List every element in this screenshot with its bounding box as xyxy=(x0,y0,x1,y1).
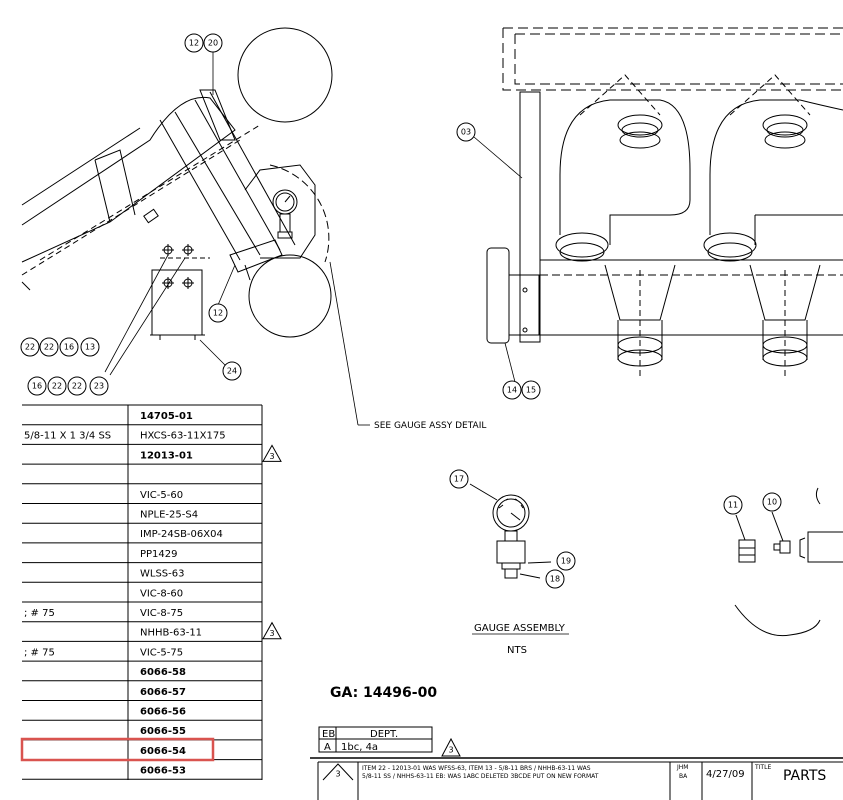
svg-text:13: 13 xyxy=(85,343,95,352)
table-row-part-number: IMP-24SB-06X04 xyxy=(140,529,223,540)
table-row-part-number: NHHB-63-11 xyxy=(140,628,202,639)
svg-text:03: 03 xyxy=(461,128,471,137)
balloon-17: 17 xyxy=(449,469,469,489)
table-row-description: 5/8-11 X 1 3/4 SS xyxy=(24,431,111,442)
revision-triangle-label: 3 xyxy=(269,629,274,638)
balloon-20: 20 xyxy=(203,33,223,53)
table-row-part-number: VIC-8-60 xyxy=(140,588,183,599)
revision-note-line1: ITEM 22 - 12013-01 WAS WFSS-63, ITEM 13 … xyxy=(362,765,591,772)
table-row-part-number: NPLE-25-S4 xyxy=(140,510,198,521)
balloon-10: 10 xyxy=(762,492,782,512)
table-row-part-number: VIC-5-75 xyxy=(140,647,183,658)
table-row-part-number: 6066-57 xyxy=(140,687,186,698)
dept-table: EB DEPT. A 1bc, 4a 3 xyxy=(318,726,461,757)
table-row-part-number: VIC-5-60 xyxy=(140,490,183,501)
svg-text:11: 11 xyxy=(728,501,738,510)
dept-rev-marker: 3 xyxy=(448,746,453,755)
table-row-part-number: 12013-01 xyxy=(140,450,193,461)
revision-triangle xyxy=(262,621,282,640)
balloon-03: 03 xyxy=(456,122,476,142)
table-row-part-number: 14705-01 xyxy=(140,411,193,422)
left-assembly xyxy=(21,27,333,340)
see-gauge-callout: SEE GAUGE ASSY DETAIL xyxy=(374,421,486,431)
balloon-row-2: 16 22 22 23 xyxy=(27,376,109,396)
table-row-part-number: HXCS-63-11X175 xyxy=(140,431,226,442)
svg-text:16: 16 xyxy=(64,343,74,352)
svg-text:22: 22 xyxy=(72,382,82,391)
title-block: 3 ITEM 22 - 12013-01 WAS WFSS-63, ITEM 1… xyxy=(310,757,843,800)
dept-col1-value: A xyxy=(324,742,331,753)
svg-text:18: 18 xyxy=(550,575,560,584)
balloon-12-lower: 12 xyxy=(208,303,228,323)
dept-col1-header: EB xyxy=(322,729,335,740)
balloon-15: 15 xyxy=(521,380,541,400)
gauge-scale-nts: NTS xyxy=(507,645,527,656)
table-row-part-number: VIC-8-75 xyxy=(140,608,183,619)
dept-col2-value: 1bc, 4a xyxy=(341,742,378,753)
svg-text:22: 22 xyxy=(25,343,35,352)
svg-text:10: 10 xyxy=(767,498,777,507)
balloon-24: 24 xyxy=(222,361,242,381)
svg-text:14: 14 xyxy=(507,386,517,395)
balloon-19: 19 xyxy=(556,551,576,571)
revision-triangle xyxy=(262,444,282,462)
balloon-18: 18 xyxy=(545,569,565,589)
svg-text:23: 23 xyxy=(94,382,104,391)
table-row-part-number: 6066-53 xyxy=(140,766,186,777)
table-row-part-number: WLSS-63 xyxy=(140,569,185,580)
gauge-assembly-title: GAUGE ASSEMBLY xyxy=(474,623,566,634)
balloon-row-1: 22 22 16 13 xyxy=(20,337,100,357)
svg-text:20: 20 xyxy=(208,39,218,48)
svg-text:17: 17 xyxy=(454,475,464,484)
table-row-part-number: 6066-56 xyxy=(140,707,186,718)
revision-note-line2: 5/8-11 SS / NHHS-63-11 EB: WAS 1ABC DELE… xyxy=(362,773,599,780)
table-row-part-number: 6066-54 xyxy=(140,746,186,757)
balloon-14: 14 xyxy=(502,380,522,400)
table-row-part-number: 6066-55 xyxy=(140,726,186,737)
initials-bottom: BA xyxy=(679,773,688,780)
highlight-box-6066-54 xyxy=(20,737,215,762)
svg-text:22: 22 xyxy=(52,382,62,391)
table-row-part-number: PP1429 xyxy=(140,549,178,560)
leaders-left xyxy=(104,52,370,426)
svg-text:19: 19 xyxy=(561,557,571,566)
revision-date: 4/27/09 xyxy=(706,769,745,780)
balloon-11: 11 xyxy=(723,495,743,515)
title-value: PARTS xyxy=(783,768,826,784)
dept-col2-header: DEPT. xyxy=(370,729,398,740)
title-label: TITLE xyxy=(754,764,771,771)
balloon-12-top: 12 xyxy=(184,33,204,53)
right-assembly xyxy=(486,27,843,380)
svg-text:22: 22 xyxy=(44,343,54,352)
svg-text:16: 16 xyxy=(32,382,42,391)
leaders-right xyxy=(473,136,523,383)
table-row-description: ; # 75 xyxy=(24,647,55,658)
svg-text:15: 15 xyxy=(526,386,536,395)
revision-triangle-label: 3 xyxy=(269,452,274,461)
table-row-description: ; # 75 xyxy=(24,608,55,619)
ga-number: GA: 14496-00 xyxy=(330,685,437,701)
svg-text:12: 12 xyxy=(189,39,199,48)
svg-text:12: 12 xyxy=(213,309,223,318)
initials-top: JHM xyxy=(676,764,688,771)
svg-text:24: 24 xyxy=(227,367,237,376)
table-row-part-number: 6066-58 xyxy=(140,667,186,678)
small-parts-detail xyxy=(734,487,843,637)
title-rev-marker: 3 xyxy=(335,770,340,779)
parts-table: 14705-01 5/8-11 X 1 3/4 SS HXCS-63-11X175 1… xyxy=(22,404,282,780)
gauge-assembly-detail xyxy=(469,483,552,579)
